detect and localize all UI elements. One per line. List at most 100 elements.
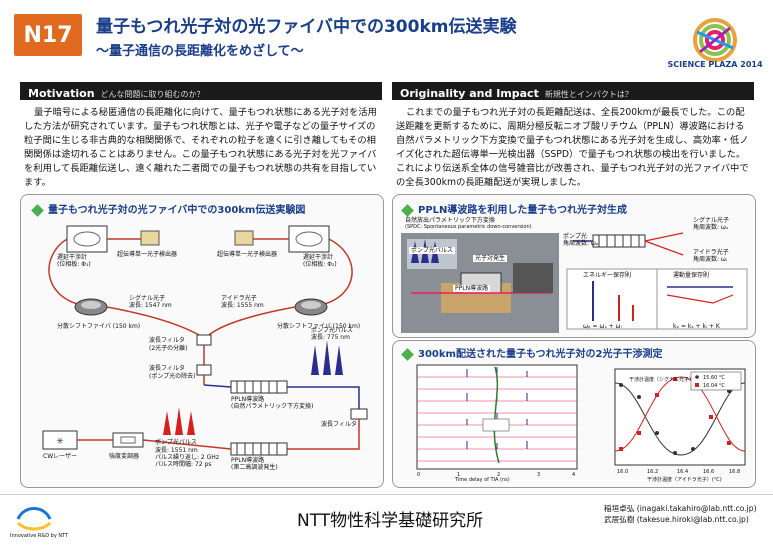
label-modulator: 強度変調器 <box>109 453 140 460</box>
label-pump-pulse-wl: 波長: 775 nm <box>311 334 350 341</box>
right-xtick: 16.8 <box>729 469 740 475</box>
ppln-generation-panel: PPLN導波路を利用した量子もつれ光子対生成 自然放出パラメトリック下方変換 (… <box>392 194 756 338</box>
mid-xtick: 0 <box>417 472 420 478</box>
diamond-bullet-icon <box>401 203 414 217</box>
tia-histogram-chart: 0 1 2 3 4 <box>416 364 578 478</box>
ppln-waveguide-2 <box>230 442 288 456</box>
poster-id-badge: N17 <box>14 14 82 56</box>
label-delay-right-phase: (位相板: Φ₂) <box>303 261 337 268</box>
label-pump-pulse: ポンプ光パルス <box>311 327 353 334</box>
poster-subtitle: ～量子通信の長距離化をめざして～ <box>96 44 304 59</box>
label-wl-filter-1-note: (2光子の分離) <box>149 345 188 352</box>
label-fiber-right: 分散シフトファイバ (150 km) <box>277 323 361 330</box>
label-pump-in-3: パルス時間幅: 72 ps <box>155 461 212 468</box>
ppln-generation-title: PPLN導波路を利用した量子もつれ光子対生成 <box>401 201 627 217</box>
mid-xtick: 2 <box>497 472 500 478</box>
label-wl-filter-2-note: (ポンプ光の除去) <box>149 373 196 380</box>
ppln-waveguide-1 <box>230 380 288 394</box>
svg-text:✳: ✳ <box>56 437 64 447</box>
conservation-diagram <box>566 232 748 330</box>
label-pump-in-1: 波長: 1551 nm <box>155 447 198 454</box>
right-xtick: 16.4 <box>677 469 688 475</box>
label-pump-in: ポンプ光パルス <box>155 439 197 446</box>
label-idler-photon: アイドラ光子 <box>693 249 729 256</box>
right-xtick: 16.0 <box>617 469 628 475</box>
label-pair: 光子対発生 <box>473 255 508 262</box>
delay-interferometer-left <box>66 225 108 253</box>
delay-interferometer-right <box>288 225 330 253</box>
motivation-bar: Motivation どんな問題に取り組むのか？ <box>20 82 382 100</box>
legend-entry: 16.04 °C <box>703 383 725 389</box>
science-plaza-logo-icon <box>693 18 737 62</box>
originality-bar: Originality and Impact 新規性とインパクトは？ <box>392 82 754 100</box>
label-eq1: ωₚ = ωₛ + ωᵢ <box>583 323 622 330</box>
label-cw-laser: CWレーザー <box>43 453 78 460</box>
right-xtick: 16.2 <box>647 469 658 475</box>
interference-fringe-chart: 15.60 °C 16.04 °C 16.0 16.2 16.4 16.6 16… <box>614 368 746 475</box>
label-signal-freq: 角周波数: ωₛ <box>693 224 729 231</box>
label-spdc-en: (SPDC: Spontaneous parametric down-conve… <box>405 224 532 230</box>
label-pump-in-2: パルス繰り返し: 2 GHz <box>155 454 219 461</box>
originality-subheading: 新規性とインパクトは？ <box>544 90 633 99</box>
label-delay-right: 遅延干渉計 <box>303 254 334 261</box>
wl-filter-2 <box>196 364 212 376</box>
visibility-label: 干渉計温度（シグナル光子） <box>629 377 695 383</box>
right-xlabel: 干渉計温度（アイドラ光子）(°C) <box>647 477 722 483</box>
mid-xtick: 3 <box>537 472 540 478</box>
footer: Innovative R&D by NTT <box>0 494 773 547</box>
experiment-diagram: ✳ <box>42 225 368 456</box>
mid-xlabel: Time delay of TIA (ns) <box>455 477 510 483</box>
organization-name: NTT物性科学基礎研究所 <box>297 511 484 531</box>
label-ppln-1: PPLN導波路 <box>231 396 265 403</box>
interference-title: 300km配送された量子もつれ光子対の2光子干渉測定 <box>401 345 663 361</box>
label-signal-photon: シグナル光子 <box>693 217 730 224</box>
motivation-heading: Motivation <box>28 87 95 100</box>
label-idler: アイドラ光子 <box>221 295 257 302</box>
label-sspd-left: 超伝導単一光子検出器 <box>117 251 178 258</box>
label-idler-wl: 波長: 1555 nm <box>221 302 264 309</box>
label-momentum: 運動量保存則 <box>673 272 710 279</box>
label-sspd-right: 超伝導単一光子検出器 <box>217 251 278 258</box>
originality-body: これまでの量子もつれ光子対の長距離配送は、全長200kmが最長でした。この配送距… <box>396 107 749 188</box>
mid-xtick: 4 <box>572 472 575 478</box>
label-spdc: 自然放出パラメトリック下方変換 <box>405 217 495 224</box>
label-signal: シグナル光子 <box>129 295 166 302</box>
label-delay-left: 遅延干渉計 <box>57 254 88 261</box>
wl-filter-1 <box>196 334 212 346</box>
interference-panel: 300km配送された量子もつれ光子対の2光子干渉測定 0 1 2 3 4 Tim… <box>392 340 756 488</box>
motivation-body: 量子暗号による秘匿通信の長距離化に向けて、量子もつれ状態にある光子対を活用した方… <box>24 107 377 188</box>
label-pump-freq: ポンプ光 <box>563 233 587 240</box>
label-wl-filter-3: 波長フィルタ <box>321 421 357 428</box>
motivation-subheading: どんな問題に取り組むのか？ <box>100 90 205 99</box>
science-plaza-logo-text: SCIENCE PLAZA 2014 <box>667 60 763 69</box>
sspd-right <box>234 230 254 246</box>
mid-xtick: 1 <box>457 472 460 478</box>
ntt-innovation-logo-icon <box>16 507 52 531</box>
poster-title: 量子もつれ光子対の光ファイバ中での300km伝送実験 <box>96 17 517 37</box>
ntt-logo-text: Innovative R&D by NTT <box>10 533 69 539</box>
label-wl-filter-2: 波長フィルタ <box>149 365 185 372</box>
intensity-modulator <box>112 432 144 448</box>
contact-line-1: 稲垣卓弘 (inagaki.takahiro@lab.ntt.co.jp) <box>604 504 757 513</box>
label-ppln-2-note: (第二高調波発生) <box>231 464 278 471</box>
header: N17 量子もつれ光子対の光ファイバ中での300km伝送実験 ～量子通信の長距離… <box>0 0 773 78</box>
legend-entry: 15.60 °C <box>703 375 725 381</box>
label-fiber-left: 分散シフトファイバ (150 km) <box>57 323 141 330</box>
originality-heading: Originality and Impact <box>400 87 539 100</box>
label-delay-left-phase: (位相板: Φ₁) <box>57 261 91 268</box>
wl-filter-3 <box>350 408 368 420</box>
label-idler-freq: 角周波数: ωᵢ <box>693 256 728 263</box>
label-pump-photo: ポンプ光パルス <box>409 247 455 254</box>
experiment-diagram-title: 量子もつれ光子対の光ファイバ中での300km伝送実験図 <box>31 201 305 217</box>
label-wl-filter-1: 波長フィルタ <box>149 337 185 344</box>
experiment-diagram-panel: 量子もつれ光子対の光ファイバ中での300km伝送実験図 <box>20 194 384 488</box>
diamond-bullet-icon <box>401 347 414 361</box>
right-xtick: 16.6 <box>703 469 714 475</box>
label-ppln-photo: PPLN導波路 <box>453 285 491 292</box>
label-signal-wl: 波長: 1547 nm <box>129 302 172 309</box>
contact-info: 稲垣卓弘 (inagaki.takahiro@lab.ntt.co.jp) 武居… <box>604 503 757 525</box>
label-pump-freq2: 角周波数: ωₚ <box>563 240 599 247</box>
label-ppln-2: PPLN導波路 <box>231 457 265 464</box>
label-ppln-1-note: (自然パラメトリック下方変換) <box>231 403 314 410</box>
label-energy: エネルギー保存則 <box>583 272 632 279</box>
